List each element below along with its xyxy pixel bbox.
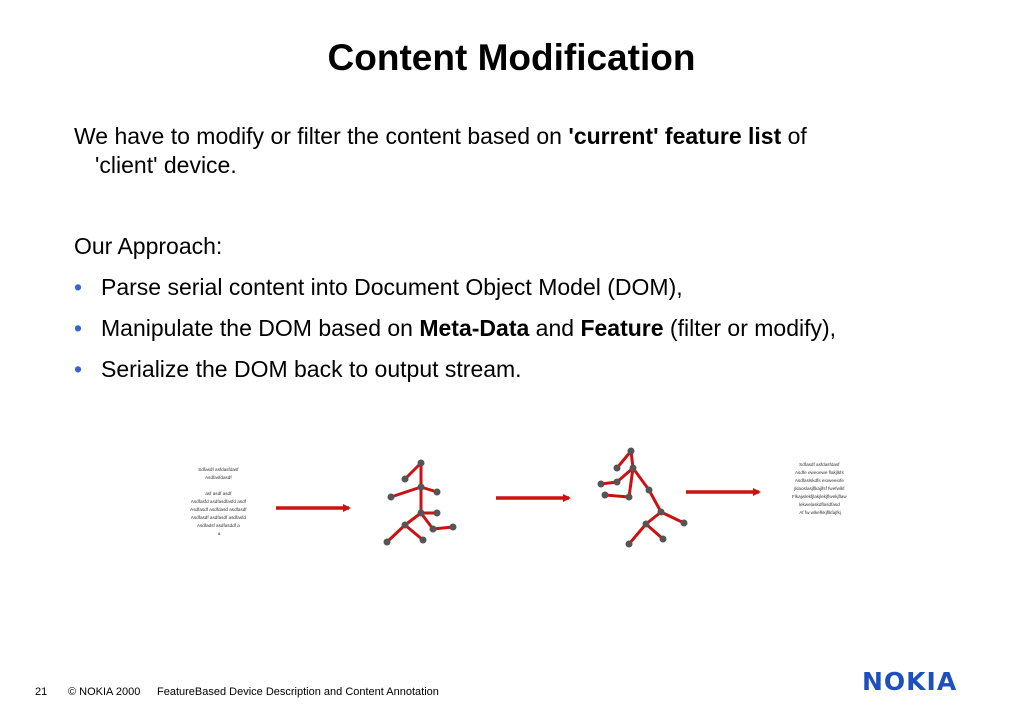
footer-copyright: © NOKIA 2000 (68, 686, 141, 698)
approach-item-text: Parse serial content into Document Objec… (101, 274, 683, 300)
footer-description: FeatureBased Device Description and Cont… (157, 686, 439, 698)
approach-item: Manipulate the DOM based on Meta-Data an… (74, 314, 836, 355)
intro-text: We have to modify or filter the content … (74, 123, 569, 149)
page-number: 21 (35, 686, 48, 698)
approach-heading: Our Approach: (74, 233, 223, 259)
approach-item-text: (filter or modify), (663, 315, 837, 341)
approach-item-text: Serialize the DOM back to output stream. (101, 356, 522, 382)
approach-item: Serialize the DOM back to output stream. (74, 355, 836, 396)
approach-item-bold: Meta-Data (419, 315, 530, 341)
approach-item-text: Manipulate the DOM based on (101, 315, 420, 341)
serial-output-text: Sdfasdf asfdasfdasf Asdfe eweoewe flakjl… (792, 462, 848, 515)
intro-bold-text: 'current' feature list (568, 123, 782, 149)
intro-text-tail: of (781, 123, 807, 149)
approach-item-text: and (529, 315, 581, 341)
dom-tree-modified (597, 447, 688, 548)
intro-paragraph: We have to modify or filter the content … (74, 122, 974, 180)
serial-input-text: Sdfasdf asfdasfdasf Asdfasfdasdf asf asd… (190, 467, 248, 536)
approach-list: Parse serial content into Document Objec… (74, 273, 836, 396)
approach-item-bold: Feature (580, 315, 664, 341)
slide-title: Content Modification (327, 37, 696, 78)
dom-tree-parsed (383, 459, 457, 546)
intro-line-2: 'client' device. (95, 152, 237, 178)
nokia-logo: NOKIA (862, 667, 958, 696)
intro-line-1: We have to modify or filter the content … (74, 122, 974, 151)
approach-item: Parse serial content into Document Objec… (74, 273, 836, 314)
